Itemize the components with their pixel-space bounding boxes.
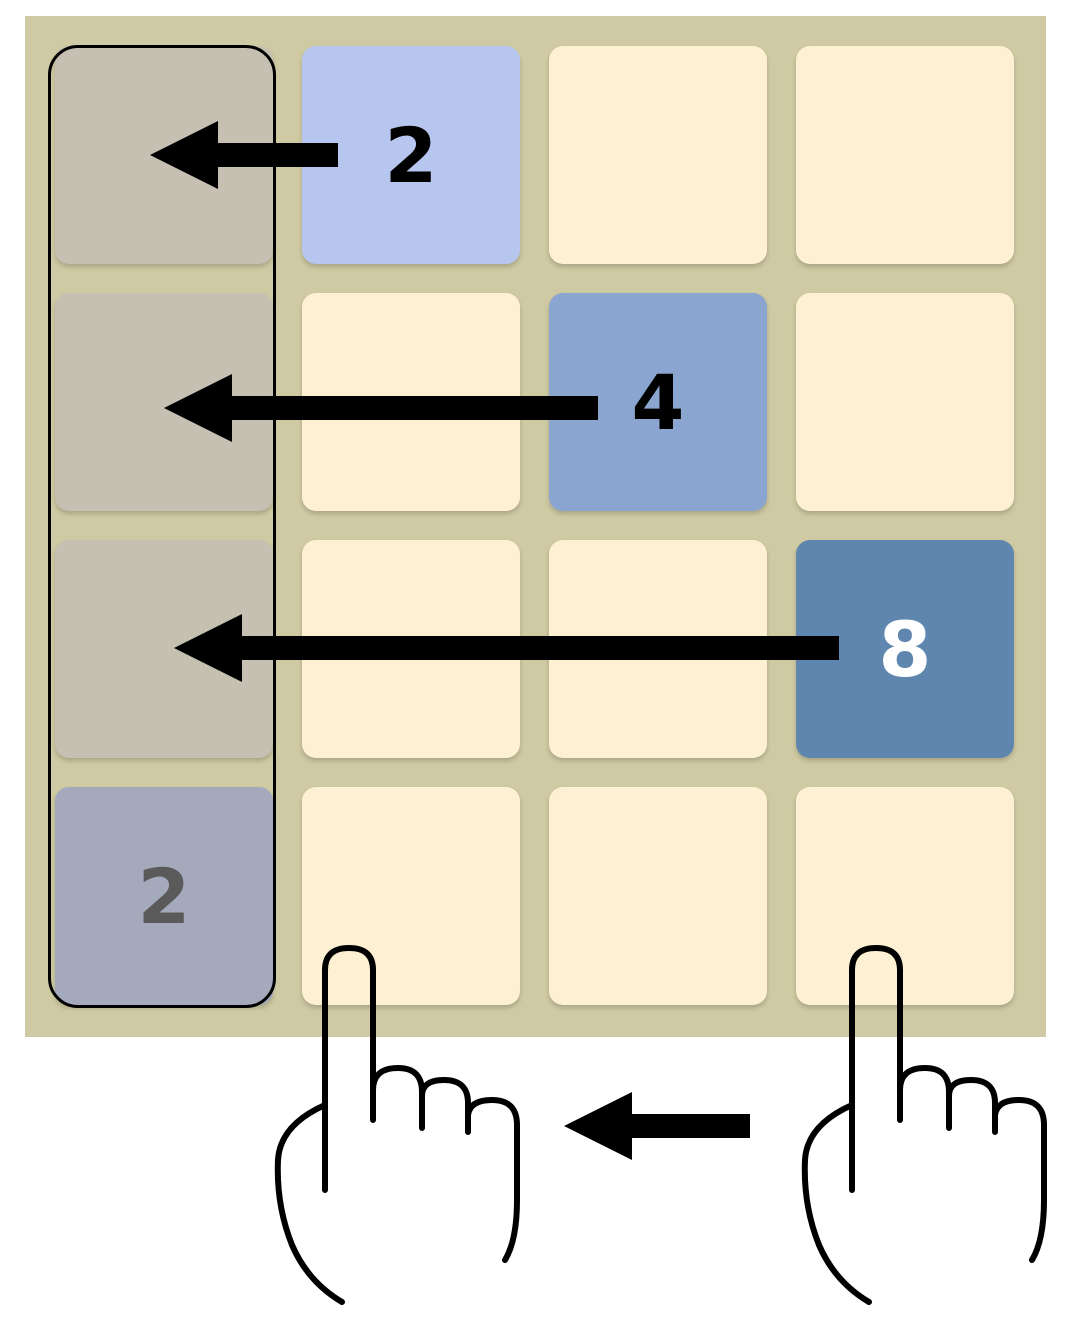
cell-r0-c2 — [549, 46, 767, 264]
tile-2: 2 — [302, 46, 520, 264]
cell-r3-c2 — [549, 787, 767, 1005]
cell-r0-c3 — [796, 46, 1014, 264]
hand-pointer-icon — [274, 945, 520, 1305]
game-board[interactable]: 2 4 8 2 — [25, 16, 1046, 1037]
cell-r3-c3 — [796, 787, 1014, 1005]
arrow-left-icon — [164, 374, 598, 442]
hand-pointer-icon — [801, 945, 1047, 1305]
arrow-left-icon — [150, 121, 338, 189]
cell-r1-c3 — [796, 293, 1014, 511]
arrow-left-icon — [564, 1092, 750, 1160]
tile-2-result: 2 — [55, 787, 273, 1005]
tile-8: 8 — [796, 540, 1014, 758]
target-column-outline — [48, 45, 276, 1008]
arrow-left-icon — [174, 614, 839, 682]
cell-r3-c1 — [302, 787, 520, 1005]
